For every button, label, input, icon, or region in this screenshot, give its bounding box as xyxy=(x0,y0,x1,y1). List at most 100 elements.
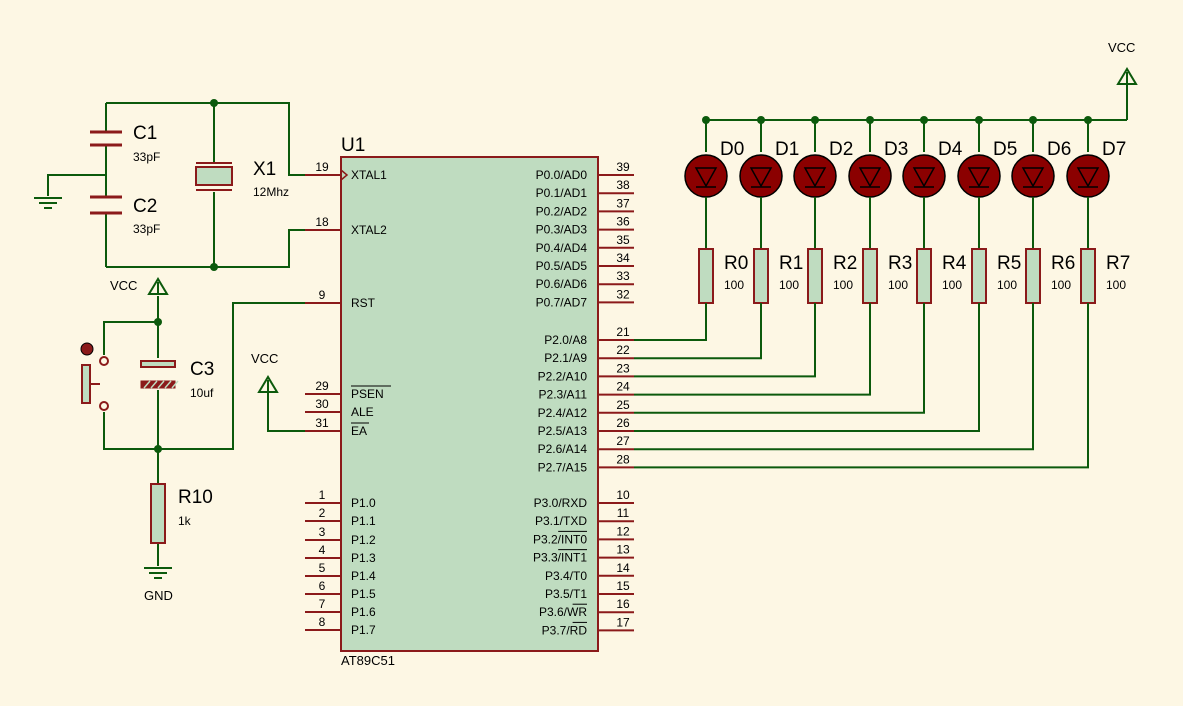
pin-name-p2-1-a9: P2.1/A9 xyxy=(544,351,587,365)
pin-name-p3-5-t1: P3.5/T1 xyxy=(545,587,587,601)
pin-number-7: 7 xyxy=(319,597,326,611)
pin-name-ea: EA xyxy=(351,424,367,438)
components xyxy=(34,67,1138,579)
r10-ref: R10 xyxy=(178,487,213,508)
pin-number-21: 21 xyxy=(616,325,630,339)
pin-name-p0-2-ad2: P0.2/AD2 xyxy=(536,204,588,218)
gnd-label: GND xyxy=(144,588,173,603)
oscillator-wires xyxy=(47,102,305,268)
p2-wire-1 xyxy=(634,303,762,360)
led-label-d3: D3 xyxy=(884,139,908,160)
led-label-d6: D6 xyxy=(1047,139,1071,160)
led-d5-triangle xyxy=(967,167,991,188)
pin-number-36: 36 xyxy=(616,215,630,229)
pin-number-39: 39 xyxy=(616,160,630,174)
pin-number-22: 22 xyxy=(616,343,630,357)
pin-name-xtal2: XTAL2 xyxy=(351,223,387,237)
led-d6-triangle xyxy=(1021,167,1045,188)
resistor-r1-body xyxy=(753,248,769,304)
pin-number-13: 13 xyxy=(616,543,630,557)
pin-name-p0-1-ad1: P0.1/AD1 xyxy=(536,186,588,200)
pin-number-15: 15 xyxy=(616,579,630,593)
led-bank-wires xyxy=(706,85,1128,121)
led-d7-triangle xyxy=(1076,167,1100,188)
pin-number-35: 35 xyxy=(616,233,630,247)
r10-value: 1k xyxy=(178,514,192,528)
c2-value: 33pF xyxy=(133,222,160,236)
pin-name-p0-3-ad3: P0.3/AD3 xyxy=(536,223,588,237)
p2-wire-2 xyxy=(634,303,816,378)
pin-name-p0-5-ad5: P0.5/AD5 xyxy=(536,259,588,273)
p2-wire-3 xyxy=(634,303,871,396)
pin-name-p1-3: P1.3 xyxy=(351,551,376,565)
button-actuator xyxy=(81,364,91,404)
pin-name-p1-0: P1.0 xyxy=(351,496,376,510)
pin-name-p0-7-ad7: P0.7/AD7 xyxy=(536,295,588,309)
c1-ref: C1 xyxy=(133,123,157,144)
pin-name-p3-1-txd: P3.1/TXD xyxy=(535,514,587,528)
pin-name-p0-0-ad0: P0.0/AD0 xyxy=(536,168,588,182)
resistor-r3-ref: R3 xyxy=(888,253,912,274)
pin-name-psen: PSEN xyxy=(351,387,384,401)
pin-name-p2-6-a14: P2.6/A14 xyxy=(538,442,588,456)
led-label-d0: D0 xyxy=(720,139,744,160)
resistor-r5-ref: R5 xyxy=(997,253,1021,274)
resistor-r5-body xyxy=(971,248,987,304)
pin-name-p2-5-a13: P2.5/A13 xyxy=(538,424,588,438)
vcc-label-reset: VCC xyxy=(110,278,137,293)
resistor-r1-value: 100 xyxy=(779,278,799,292)
resistor-r1-ref: R1 xyxy=(779,253,803,274)
pin-name-p2-2-a10: P2.2/A10 xyxy=(538,369,588,383)
led-label-d4: D4 xyxy=(938,139,963,160)
resistor-r6-ref: R6 xyxy=(1051,253,1075,274)
pin-number-26: 26 xyxy=(616,416,630,430)
pin-number-16: 16 xyxy=(616,597,630,611)
c3-hatch xyxy=(157,380,165,389)
pin-name-p2-0-a8: P2.0/A8 xyxy=(544,333,587,347)
pin-name-p1-2: P1.2 xyxy=(351,533,376,547)
x1-ref: X1 xyxy=(253,159,276,180)
pin-name-p1-1: P1.1 xyxy=(351,514,376,528)
x1-value: 12Mhz xyxy=(253,185,289,199)
pin-name-p3-6-wr: P3.6/WR xyxy=(539,605,587,619)
resistor-r3-body xyxy=(862,248,878,304)
generated-layer: 19XTAL118XTAL29RST29PSEN30ALE31EA1P1.02P… xyxy=(154,99,1130,652)
pin-number-29: 29 xyxy=(315,379,329,393)
button-contact-top xyxy=(99,356,109,366)
resistor-r4-ref: R4 xyxy=(942,253,967,274)
c3-value: 10uf xyxy=(190,386,214,400)
pin-name-xtal1: XTAL1 xyxy=(351,168,387,182)
junction-osc-top xyxy=(210,99,218,107)
led-d3-triangle xyxy=(858,167,882,188)
pin-number-1: 1 xyxy=(319,488,326,502)
pin-name-ale: ALE xyxy=(351,405,374,419)
pin-name-p1-6: P1.6 xyxy=(351,605,376,619)
pin-number-3: 3 xyxy=(319,525,326,539)
pin-name-p3-3-int1: P3.3/INT1 xyxy=(533,551,587,565)
resistor-r2-body xyxy=(807,248,823,304)
pin-number-19: 19 xyxy=(315,160,329,174)
junction-osc-bottom xyxy=(210,263,218,271)
button-indicator xyxy=(80,342,94,356)
c3-plate-top xyxy=(140,360,176,368)
mcu-body xyxy=(340,156,599,652)
pin-number-14: 14 xyxy=(616,561,630,575)
button-contact-bottom xyxy=(99,401,109,411)
resistor-r7-ref: R7 xyxy=(1106,253,1130,274)
led-d4-triangle xyxy=(912,167,936,188)
pin-name-p2-7-a15: P2.7/A15 xyxy=(538,460,588,474)
c3-hatch xyxy=(171,380,179,389)
resistor-r7-value: 100 xyxy=(1106,278,1126,292)
resistor-r4-value: 100 xyxy=(942,278,962,292)
x1-body xyxy=(195,166,233,186)
pin-name-p3-7-rd: P3.7/RD xyxy=(542,623,588,637)
p2-wire-0 xyxy=(634,303,707,341)
c2-ref: C2 xyxy=(133,196,157,217)
resistor-r3-value: 100 xyxy=(888,278,908,292)
pin-name-rst: RST xyxy=(351,296,376,310)
pin-name-p1-4: P1.4 xyxy=(351,569,376,583)
led-d0-triangle xyxy=(694,167,718,188)
pin-number-4: 4 xyxy=(319,543,326,557)
pin-name-p1-7: P1.7 xyxy=(351,623,376,637)
